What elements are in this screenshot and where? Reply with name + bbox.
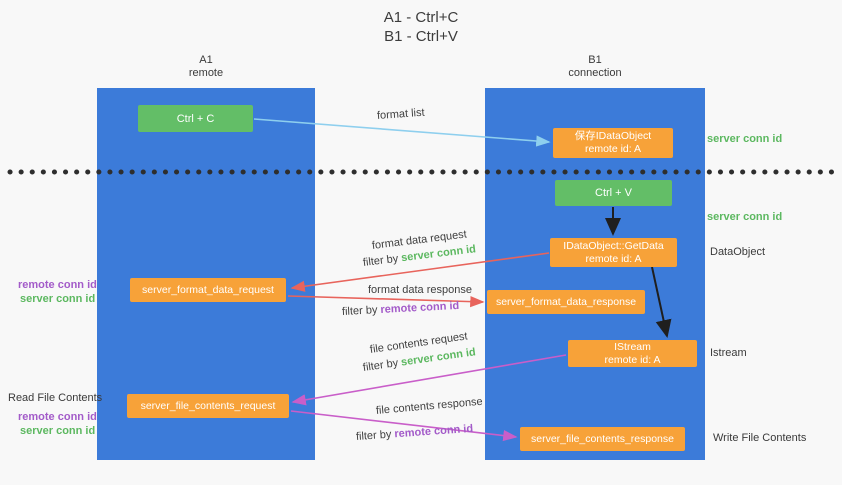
label-istream: Istream xyxy=(710,347,747,359)
node-server-format-data-response: server_format_data_response xyxy=(487,290,645,314)
node-server-format-data-request: server_format_data_request xyxy=(130,278,286,302)
label-dataobject: DataObject xyxy=(710,246,766,258)
label-server-conn-id-top: server conn id xyxy=(707,133,783,145)
label-remote-conn-id-left-2: remote conn id xyxy=(18,411,97,423)
label-remote-conn-id-left-1: remote conn id xyxy=(18,279,97,291)
filter-by-text: filter by xyxy=(362,356,402,374)
node-save-dataobject-line2: remote id: A xyxy=(584,143,642,155)
node-ctrl-c: Ctrl + C xyxy=(138,105,253,132)
node-getdata-line1: IDataObject::GetData xyxy=(563,239,664,252)
node-server-file-contents-response: server_file_contents_response xyxy=(520,427,685,451)
remote-conn-id-text: remote conn id xyxy=(380,299,460,316)
lane-a1-name: A1 xyxy=(199,54,213,66)
node-istream-line1: IStream xyxy=(614,340,651,353)
title-line-1: A1 - Ctrl+C xyxy=(383,9,459,26)
lane-b1-subtitle: connection xyxy=(568,67,622,79)
label-format-list: format list xyxy=(376,106,425,122)
lane-a1-subtitle: remote xyxy=(188,67,224,79)
label-server-conn-id-left-2: server conn id xyxy=(20,425,96,437)
node-save-dataobject-line1: 保存IDataObject xyxy=(574,130,652,142)
label-write-file-contents: Write File Contents xyxy=(713,432,807,444)
node-server-file-contents-request: server_file_contents_request xyxy=(127,394,289,418)
node-save-dataobject: 保存IDataObject remote id: A xyxy=(553,128,673,158)
node-ctrl-v: Ctrl + V xyxy=(555,180,672,206)
node-getdata-line2: remote id: A xyxy=(585,252,642,265)
lane-header-b1: B1 connection xyxy=(485,54,705,80)
label-filter-by-remote-conn-id-2: filter by remote conn id xyxy=(356,423,474,443)
label-read-file-contents: Read File Contents xyxy=(8,392,103,404)
remote-conn-id-text: remote conn id xyxy=(394,422,474,441)
label-server-conn-id-mid: server conn id xyxy=(707,211,783,223)
label-format-data-response: format data response xyxy=(368,284,472,296)
label-filter-by-remote-conn-id-1: filter by remote conn id xyxy=(342,300,460,318)
label-file-contents-response: file contents response xyxy=(375,395,484,417)
filter-by-text: filter by xyxy=(355,428,395,443)
lane-b1-name: B1 xyxy=(588,54,602,66)
node-getdata: IDataObject::GetData remote id: A xyxy=(550,238,677,267)
title-line-2: B1 - Ctrl+V xyxy=(384,28,458,45)
label-server-conn-id-left-1: server conn id xyxy=(20,293,96,305)
node-istream-line2: remote id: A xyxy=(604,353,661,366)
filter-by-text: filter by xyxy=(341,303,381,318)
diagram-title: A1 - Ctrl+C B1 - Ctrl+V xyxy=(0,8,842,46)
filter-by-text: filter by xyxy=(362,252,402,269)
lane-header-a1: A1 remote xyxy=(97,54,315,80)
node-istream: IStream remote id: A xyxy=(568,340,697,367)
